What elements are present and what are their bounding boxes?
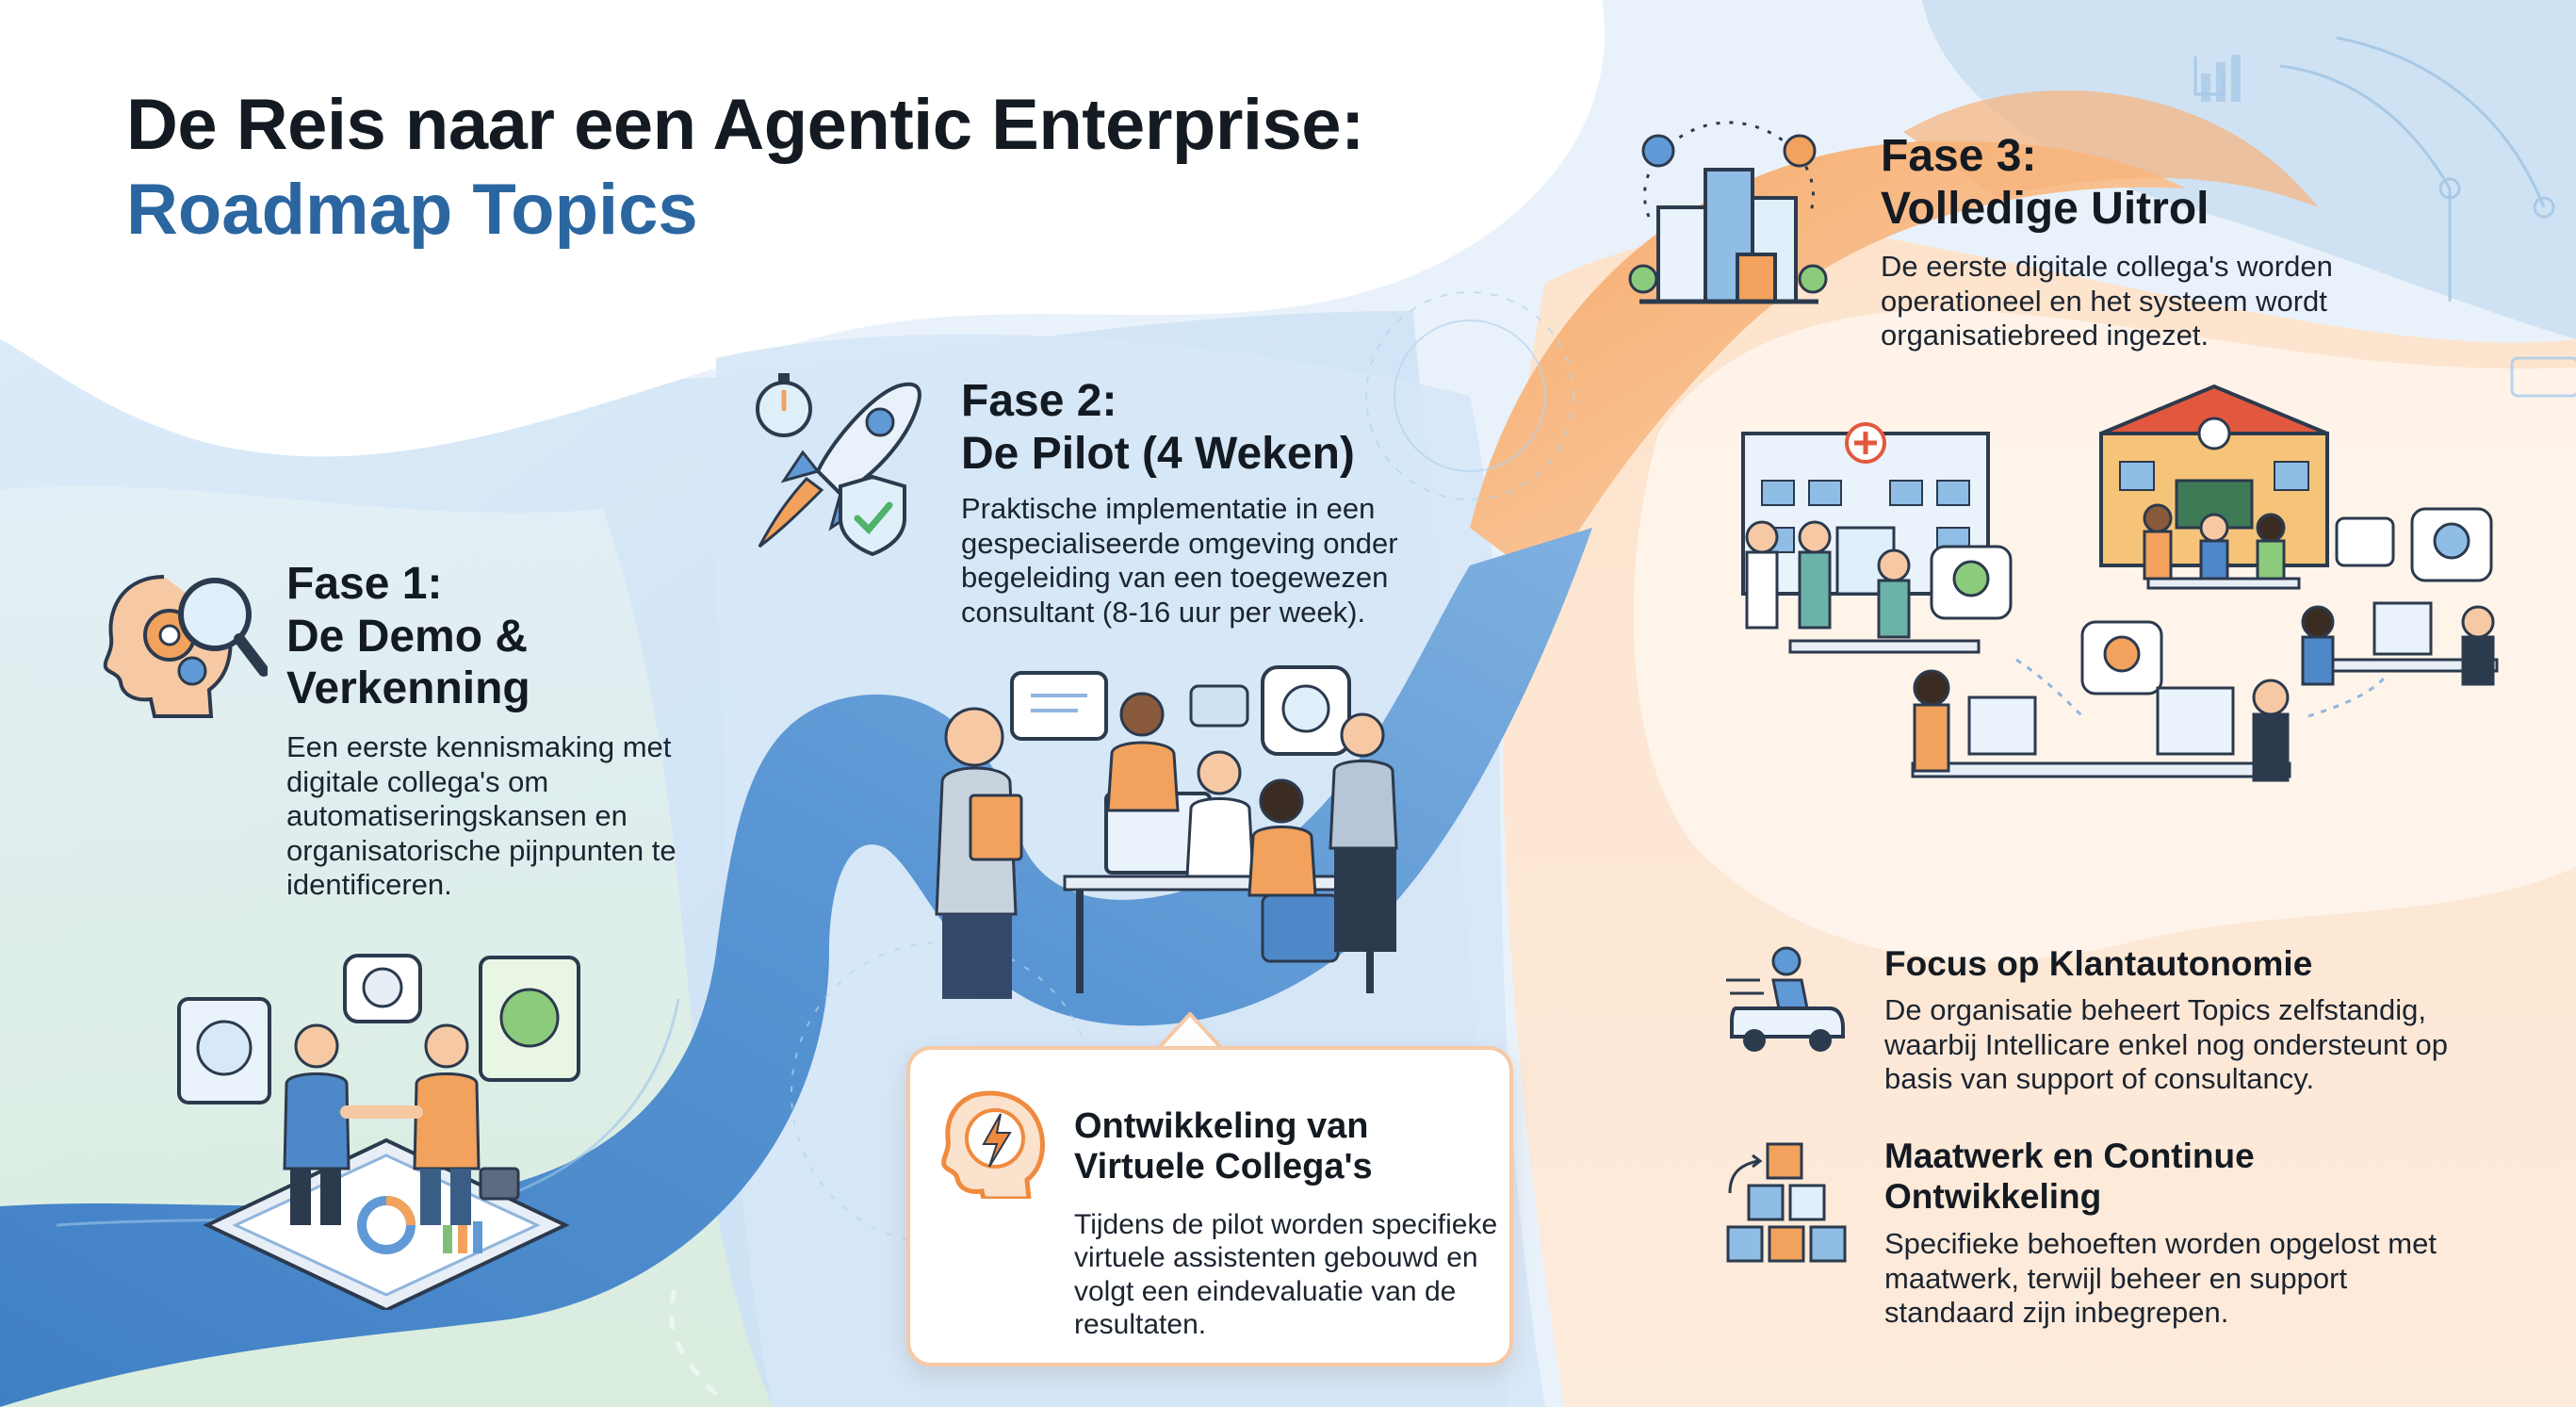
- pilot-callout-card: Ontwikkeling van Virtuele Collega's Tijd…: [906, 1046, 1513, 1366]
- callout-heading: Ontwikkeling van Virtuele Collega's: [1074, 1106, 1373, 1188]
- phase-3-label: Fase 3:: [1881, 131, 2037, 181]
- callout-text: Tijdens de pilot worden specifieke virtu…: [1074, 1209, 1498, 1341]
- person-driving-car-icon: [1726, 946, 1845, 1052]
- phase-1-title-line-2: Verkenning: [286, 663, 530, 714]
- callout-heading-line-2: Virtuele Collega's: [1074, 1147, 1373, 1187]
- phase-2-title: De Pilot (4 Weken): [961, 428, 1355, 479]
- brain-lightning-icon: [941, 1090, 1045, 1199]
- callout-pointer: [1157, 1012, 1223, 1050]
- phase-3-text: De eerste digitale collega's worden oper…: [1881, 250, 2333, 352]
- team-meeting-illustration: [935, 665, 1398, 999]
- phase-2-text: Praktische implementatie in een gespecia…: [961, 492, 1398, 629]
- feature-custom-development-heading-line-2: Ontwikkeling: [1884, 1176, 2102, 1216]
- phase-2-label: Fase 2:: [961, 376, 1117, 426]
- organisation-wide-illustration: [1741, 384, 2499, 782]
- title-line-2: Roadmap Topics: [126, 170, 698, 251]
- phase-1-label: Fase 1:: [286, 559, 443, 609]
- phase-1-title-line-1: De Demo &: [286, 611, 529, 662]
- phase-1-text: Een eerste kennismaking met digitale col…: [286, 730, 677, 902]
- feature-custom-development-heading: Maatwerk en Continue Ontwikkeling: [1884, 1137, 2255, 1218]
- head-gear-magnifier-icon: [103, 575, 268, 718]
- phase-2-heading: Fase 2: De Pilot (4 Weken): [961, 375, 1355, 480]
- phase-3-title: Volledige Uitrol: [1881, 183, 2209, 234]
- page-title: De Reis naar een Agentic Enterprise: Roa…: [126, 85, 1364, 251]
- rocket-stopwatch-shield-icon: [756, 373, 921, 556]
- callout-heading-line-1: Ontwikkeling van: [1074, 1106, 1369, 1146]
- handshake-tablet-illustration: [177, 954, 580, 1310]
- city-buildings-icon: [1628, 121, 1828, 304]
- phase-1-heading: Fase 1: De Demo & Verkenning: [286, 558, 530, 715]
- cubes-icon: [1726, 1142, 1847, 1263]
- title-line-1: De Reis naar een Agentic Enterprise:: [126, 85, 1364, 165]
- feature-customer-autonomy-text: De organisatie beheert Topics zelfstandi…: [1884, 993, 2448, 1096]
- phase-3-heading: Fase 3: Volledige Uitrol: [1881, 130, 2209, 235]
- feature-custom-development-text: Specifieke behoeften worden opgelost met…: [1884, 1227, 2437, 1330]
- feature-custom-development-heading-line-1: Maatwerk en Continue: [1884, 1137, 2255, 1175]
- feature-customer-autonomy-heading: Focus op Klantautonomie: [1884, 944, 2313, 983]
